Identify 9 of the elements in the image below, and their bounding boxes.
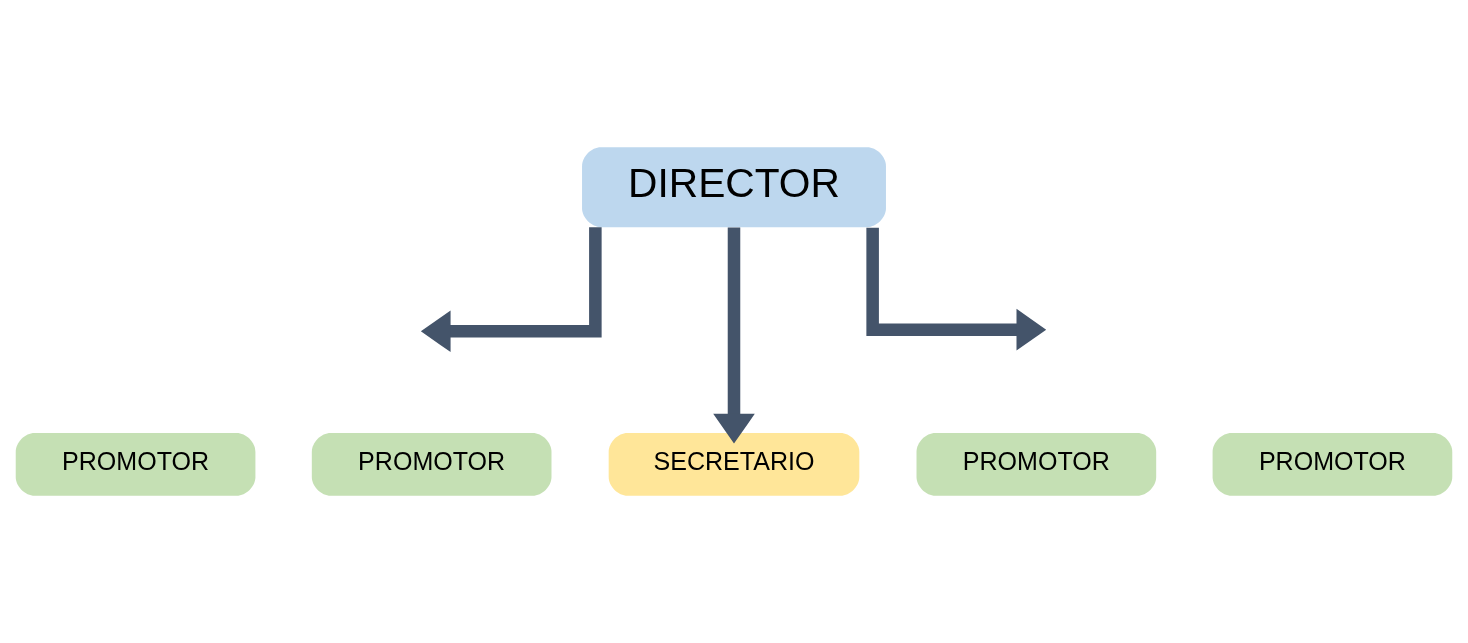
node-box: SECRETARIO <box>608 433 860 496</box>
node-box: DIRECTOR <box>582 147 886 228</box>
arrow <box>866 227 1047 351</box>
arrow <box>420 227 602 353</box>
node-box: PROMOTOR <box>311 433 552 496</box>
arrow <box>713 227 755 444</box>
node-box: PROMOTOR <box>916 433 1157 496</box>
node-box: PROMOTOR <box>1212 433 1453 496</box>
node-box: PROMOTOR <box>15 433 256 496</box>
